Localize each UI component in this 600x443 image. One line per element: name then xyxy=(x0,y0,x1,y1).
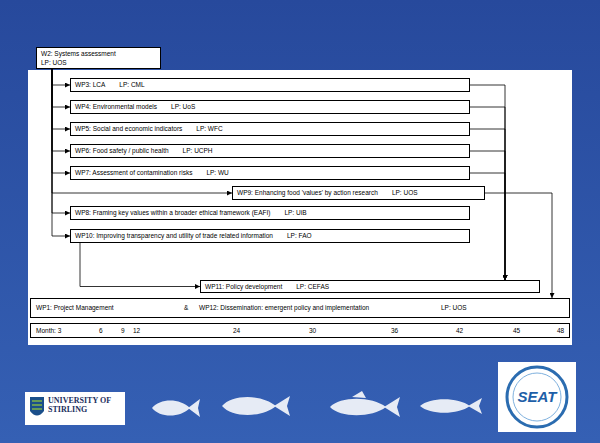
month-tick: Month: 3 xyxy=(36,327,61,334)
work-package-box: WP5: Social and economic indicators LP: W… xyxy=(70,122,470,136)
month-tick: 30 xyxy=(309,327,316,334)
stirling-crest-stripes xyxy=(32,401,42,409)
box-text: WP3: LCA xyxy=(75,81,105,88)
box-text: WP6: Food safety / public health xyxy=(75,147,169,154)
box-text: WP11: Policy development xyxy=(205,283,282,290)
connector-arrow xyxy=(52,69,70,85)
box-text: WP12: Dissemination: emergent policy and… xyxy=(199,304,369,311)
connector-arrow xyxy=(52,69,70,107)
month-tick: 12 xyxy=(133,327,140,334)
box-text: LP: CML xyxy=(119,81,144,88)
work-package-box: WP8: Framing key values within a broader… xyxy=(70,206,470,220)
work-package-box: WP4: Environmental models LP: UoS xyxy=(70,100,470,114)
box-text: WP9: Enhancing food 'values' by action r… xyxy=(237,189,378,196)
work-package-box: WP3: LCA LP: CML xyxy=(70,78,470,92)
content-panel xyxy=(28,70,572,345)
stirling-logo-ground xyxy=(25,392,125,425)
box-text: LP: UCPH xyxy=(183,147,213,154)
month-tick: 9 xyxy=(121,327,125,334)
box-text: WP5: Social and economic indicators xyxy=(75,125,182,132)
box-text: & xyxy=(184,304,188,311)
month-tick: 45 xyxy=(513,327,520,334)
month-tick: 24 xyxy=(233,327,240,334)
seat-logo-ground xyxy=(498,362,576,432)
month-tick: 36 xyxy=(391,327,398,334)
work-package-box: WP7: Assessment of contamination risks LP… xyxy=(70,166,470,180)
logo-text: SEAT xyxy=(507,388,567,405)
connector-arrow xyxy=(52,69,70,129)
work-package-box: WP6: Food safety / public health LP: UCPH xyxy=(70,144,470,158)
fish-silhouette xyxy=(330,391,400,417)
connector-arrow xyxy=(52,69,70,213)
stirling-crest xyxy=(30,397,44,416)
connector-arrow xyxy=(470,85,505,280)
timeline-bar: Month: 3 6 9 12 24 30 36 42 45 48 xyxy=(30,323,570,338)
work-package-box: WP9: Enhancing food 'values' by action r… xyxy=(232,186,485,200)
month-tick: 42 xyxy=(456,327,463,334)
box-text: LP: UOS xyxy=(441,304,467,311)
box-text: LP: FAO xyxy=(287,232,312,239)
box-text: WP8: Framing key values within a broader… xyxy=(75,209,270,216)
fish-silhouette xyxy=(420,398,482,414)
box-text: WP4: Environmental models xyxy=(75,103,157,110)
box-text: LP: CEFAS xyxy=(296,283,329,290)
box-text: LP: UoS xyxy=(171,103,195,110)
box-text: LP: UOS xyxy=(392,189,418,196)
connector-arrow xyxy=(52,69,70,151)
box-text: LP: UiB xyxy=(284,209,306,216)
box-text: LP: WU xyxy=(206,169,228,176)
fish-silhouette xyxy=(222,396,290,416)
box-text: W2: Systems assessment xyxy=(41,50,116,57)
fish-silhouettes xyxy=(152,391,482,417)
logo-text: UNIVERSITY OF STIRLING xyxy=(48,396,122,414)
connector-arrow xyxy=(52,69,70,173)
fish-silhouette xyxy=(152,399,200,417)
connector-arrow xyxy=(52,69,70,236)
box-text: WP10: Improving transparency and utility… xyxy=(75,232,273,239)
management-box: WP1: Project Management & WP12: Disseminat… xyxy=(30,298,570,318)
box-text: LP: UOS xyxy=(41,59,67,66)
work-package-box: WP10: Improving transparency and utility… xyxy=(70,229,470,243)
connector-arrow xyxy=(470,129,505,280)
box-text: LP: WFC xyxy=(196,125,222,132)
connector-arrow xyxy=(80,243,200,287)
month-tick: 6 xyxy=(99,327,103,334)
box-text: WP7: Assessment of contamination risks xyxy=(75,169,192,176)
seat-logo-ring xyxy=(507,367,567,427)
box-text: WP1: Project Management xyxy=(36,304,114,311)
month-tick: 48 xyxy=(557,327,564,334)
work-package-box: WP11: Policy development LP: CEFAS xyxy=(200,280,540,293)
connector-group xyxy=(52,69,552,298)
systems-box: W2: Systems assessmentLP: UOS xyxy=(36,47,161,69)
connector-arrow xyxy=(470,151,505,280)
